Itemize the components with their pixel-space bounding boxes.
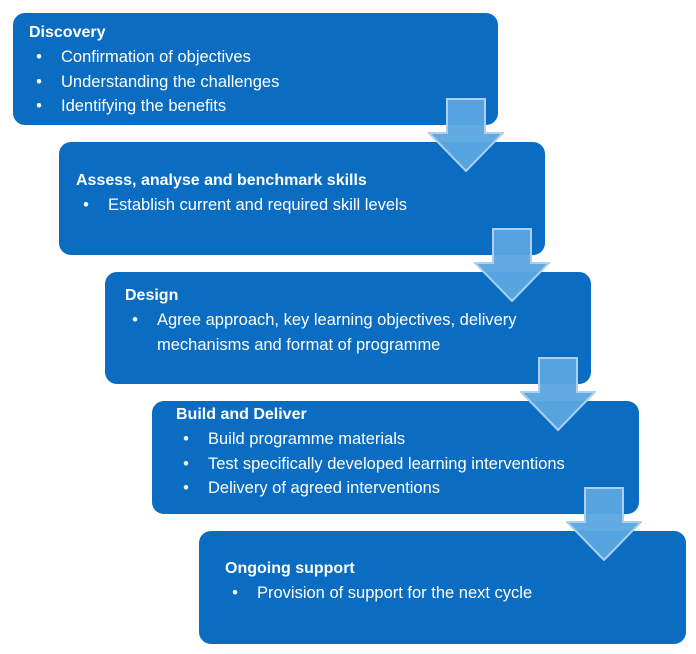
step-title: Design xyxy=(125,287,179,304)
step-bullet-list: • Build programme materials • Test specifi… xyxy=(176,427,625,501)
list-item: • Confirmation of objectives xyxy=(29,45,484,70)
bullet-icon: • xyxy=(83,196,89,214)
list-item-text: Agree approach, key learning objectives,… xyxy=(157,311,517,354)
bullet-icon: • xyxy=(183,479,189,497)
list-item: • Establish current and required skill le… xyxy=(76,193,531,218)
list-item: • Agree approach, key learning objectives… xyxy=(125,308,577,357)
down-arrow-icon xyxy=(520,357,596,431)
list-item-text: Confirmation of objectives xyxy=(61,48,251,66)
list-item: • Identifying the benefits xyxy=(29,94,484,119)
down-arrow-icon xyxy=(474,228,550,302)
list-item: • Test specifically developed learning in… xyxy=(176,452,625,477)
bullet-icon: • xyxy=(132,311,138,329)
bullet-icon: • xyxy=(36,72,42,91)
step-box-ongoing-support: Ongoing support • Provision of support fo… xyxy=(199,531,686,644)
list-item-text: Establish current and required skill lev… xyxy=(108,196,407,214)
step-title: Discovery xyxy=(29,24,106,41)
bullet-icon: • xyxy=(36,48,42,66)
step-title: Assess, analyse and benchmark skills xyxy=(76,172,367,189)
bullet-icon: • xyxy=(183,454,189,473)
list-item-text: Build programme materials xyxy=(208,430,406,448)
step-title: Build and Deliver xyxy=(176,406,307,423)
step-box-discovery: Discovery • Confirmation of objectives • U… xyxy=(13,13,498,125)
list-item: • Provision of support for the next cycle xyxy=(225,581,672,606)
step-bullet-list: • Confirmation of objectives • Understandi… xyxy=(29,45,484,119)
list-item: • Delivery of agreed interventions xyxy=(176,476,625,501)
down-arrow-icon xyxy=(566,487,642,561)
list-item-text: Identifying the benefits xyxy=(61,97,227,115)
list-item: • Build programme materials xyxy=(176,427,625,452)
down-arrow-icon xyxy=(428,98,504,172)
step-bullet-list: • Agree approach, key learning objectives… xyxy=(125,308,577,357)
bullet-icon: • xyxy=(36,97,42,115)
step-title: Ongoing support xyxy=(225,560,355,577)
list-item: • Understanding the challenges xyxy=(29,70,484,95)
list-item-text: Test specifically developed learning int… xyxy=(208,454,565,473)
step-box-build-and-deliver: Build and Deliver • Build programme mater… xyxy=(152,401,639,514)
list-item-text: Delivery of agreed interventions xyxy=(208,479,441,497)
bullet-icon: • xyxy=(183,430,189,448)
list-item-text: Understanding the challenges xyxy=(61,72,280,91)
bullet-icon: • xyxy=(232,584,238,602)
step-bullet-list: • Provision of support for the next cycle xyxy=(225,581,672,606)
list-item-text: Provision of support for the next cycle xyxy=(257,584,533,602)
step-bullet-list: • Establish current and required skill le… xyxy=(76,193,531,218)
